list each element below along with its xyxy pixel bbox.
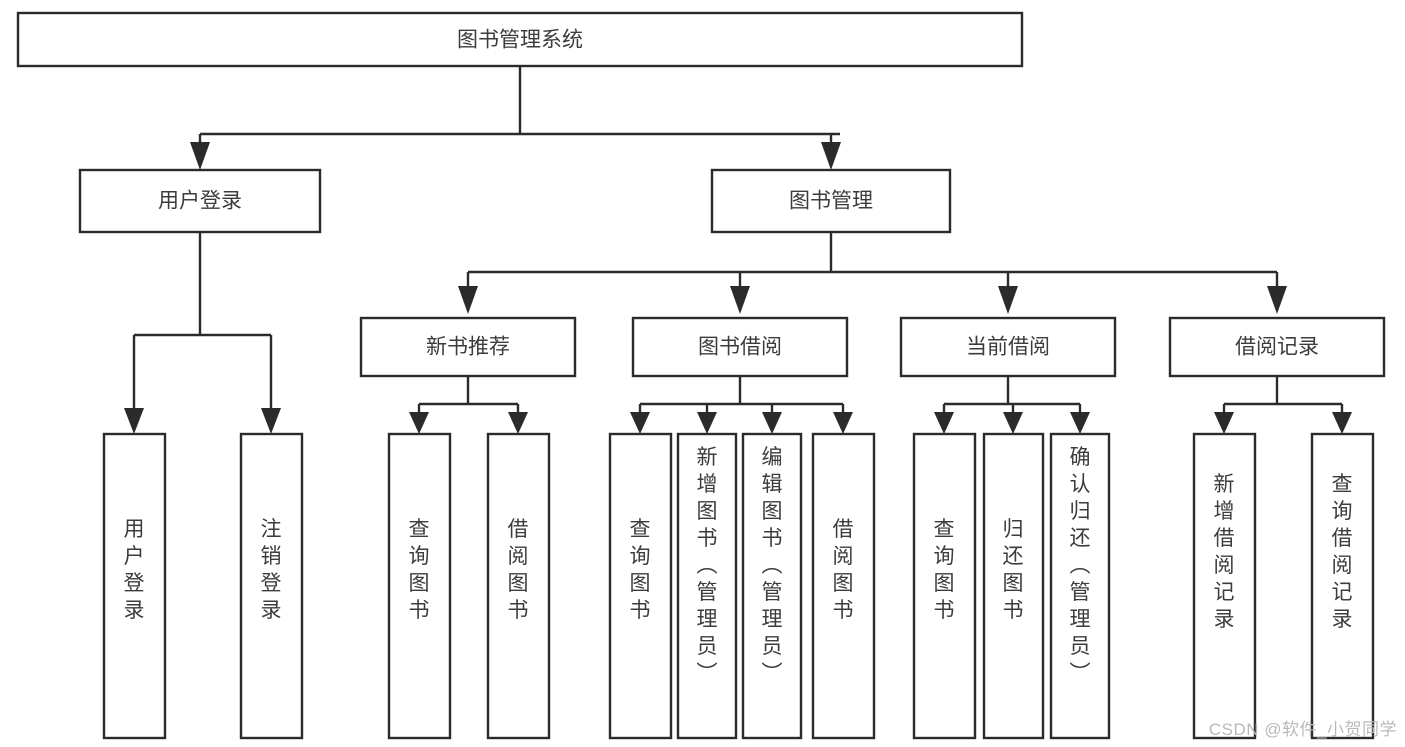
node-current-borrow-label: 当前借阅 (966, 336, 1050, 359)
arrow-head-br-leaf-2 (1332, 412, 1352, 434)
leaf-user-login-logout[interactable]: 注销登录 (239, 432, 304, 740)
arrow-head-book-borrow (730, 286, 750, 314)
node-user-login-label: 用户登录 (158, 190, 242, 213)
node-user-login[interactable]: 用户登录 (78, 168, 322, 234)
arrow-head-nbr-leaf-2 (508, 412, 528, 434)
arrow-head-leaf-user-login (124, 408, 144, 434)
leaf-new-book-query[interactable]: 查询图书 (387, 432, 452, 740)
connectors-new-book-recommend-to-leaves (409, 376, 528, 434)
leaf-current-borrow-return-box[interactable] (982, 432, 1045, 740)
leaf-user-login-logout-label: 注销登录 (261, 518, 282, 622)
leaf-current-borrow-return-label: 归还图书 (1003, 518, 1024, 622)
leaf-book-borrow-add-label: 新增图书︵管理员︶ (697, 446, 718, 685)
leaf-borrow-record-query-label: 查询借阅记录 (1332, 473, 1353, 631)
node-new-book-recommend-box[interactable] (359, 316, 577, 378)
arrow-head-bb-leaf-1 (630, 412, 650, 434)
arrow-head-leaf-logout (261, 408, 281, 434)
arrow-head-book-mgmt (821, 142, 841, 170)
arrow-head-current-borrow (998, 286, 1018, 314)
leaf-borrow-record-add[interactable]: 新增借阅记录 (1192, 432, 1257, 740)
leaf-current-borrow-query-box[interactable] (912, 432, 977, 740)
leaf-user-login-login[interactable]: 用户登录 (102, 432, 167, 740)
arrow-head-cb-leaf-2 (1003, 412, 1023, 434)
leaf-current-borrow-return[interactable]: 归还图书 (982, 432, 1045, 740)
leaf-book-borrow-edit-label: 编辑图书︵管理员︶ (762, 446, 783, 685)
leaf-new-book-borrow-box[interactable] (486, 432, 551, 740)
node-borrow-record[interactable]: 借阅记录 (1168, 316, 1386, 378)
arrow-head-borrow-record (1267, 286, 1287, 314)
leaf-book-borrow-borrow-label: 借阅图书 (833, 518, 854, 622)
arrow-head-bb-leaf-4 (833, 412, 853, 434)
leaf-current-borrow-query-label: 查询图书 (934, 518, 955, 622)
node-current-borrow[interactable]: 当前借阅 (899, 316, 1117, 378)
leaf-book-borrow-query-box[interactable] (608, 432, 673, 740)
node-current-borrow-box[interactable] (899, 316, 1117, 378)
arrow-head-bb-leaf-2 (697, 412, 717, 434)
leaf-new-book-borrow[interactable]: 借阅图书 (486, 432, 551, 740)
leaf-book-borrow-add[interactable]: 新增图书︵管理员︶ (676, 432, 738, 740)
arrow-head-nbr-leaf-1 (409, 412, 429, 434)
leaf-borrow-record-query-box[interactable] (1310, 432, 1375, 740)
node-book-borrow-box[interactable] (631, 316, 849, 378)
node-book-management-box[interactable] (710, 168, 952, 234)
leaf-user-login-login-box[interactable] (102, 432, 167, 740)
arrow-head-user-login (190, 142, 210, 170)
arrow-head-cb-leaf-3 (1070, 412, 1090, 434)
leaf-current-borrow-confirm-label: 确认归还︵管理员︶ (1070, 446, 1091, 685)
connectors-borrow-record-to-leaves (1214, 376, 1352, 434)
leaf-new-book-borrow-label: 借阅图书 (508, 518, 529, 622)
leaf-new-book-query-box[interactable] (387, 432, 452, 740)
leaf-new-book-query-label: 查询图书 (409, 518, 430, 622)
leaf-book-borrow-add-box[interactable] (676, 432, 738, 740)
node-book-borrow[interactable]: 图书借阅 (631, 316, 849, 378)
node-borrow-record-label: 借阅记录 (1235, 336, 1319, 359)
leaf-borrow-record-query[interactable]: 查询借阅记录 (1310, 432, 1375, 740)
leaf-book-borrow-edit-box[interactable] (741, 432, 803, 740)
arrow-head-new-book-recommend (458, 286, 478, 314)
leaf-user-login-logout-box[interactable] (239, 432, 304, 740)
node-book-borrow-label: 图书借阅 (698, 336, 782, 359)
connectors-book-mgmt-to-level3 (458, 232, 1287, 314)
node-book-management-label: 图书管理 (789, 190, 873, 213)
leaf-user-login-login-label: 用户登录 (124, 518, 145, 622)
node-new-book-recommend[interactable]: 新书推荐 (359, 316, 577, 378)
node-root-box[interactable] (16, 11, 1024, 68)
node-root-label: 图书管理系统 (457, 29, 583, 52)
node-new-book-recommend-label: 新书推荐 (426, 336, 510, 359)
connectors-user-login-to-leaves (124, 232, 281, 434)
node-root[interactable]: 图书管理系统 (16, 11, 1024, 68)
arrow-head-bb-leaf-3 (762, 412, 782, 434)
leaf-borrow-record-add-label: 新增借阅记录 (1214, 473, 1235, 631)
leaf-book-borrow-borrow[interactable]: 借阅图书 (811, 432, 876, 740)
leaf-current-borrow-query[interactable]: 查询图书 (912, 432, 977, 740)
node-borrow-record-box[interactable] (1168, 316, 1386, 378)
node-book-management[interactable]: 图书管理 (710, 168, 952, 234)
leaf-book-borrow-edit[interactable]: 编辑图书︵管理员︶ (741, 432, 803, 740)
connectors-current-borrow-to-leaves (934, 376, 1090, 434)
arrow-head-br-leaf-1 (1214, 412, 1234, 434)
leaf-book-borrow-query[interactable]: 查询图书 (608, 432, 673, 740)
leaf-current-borrow-confirm-box[interactable] (1049, 432, 1111, 740)
leaf-borrow-record-add-box[interactable] (1192, 432, 1257, 740)
arrow-head-cb-leaf-1 (934, 412, 954, 434)
connectors-book-borrow-to-leaves (630, 376, 853, 434)
leaf-current-borrow-confirm[interactable]: 确认归还︵管理员︶ (1049, 432, 1111, 740)
node-user-login-box[interactable] (78, 168, 322, 234)
leaf-book-borrow-query-label: 查询图书 (630, 518, 651, 622)
leaf-book-borrow-borrow-box[interactable] (811, 432, 876, 740)
connectors-root-to-level2 (190, 66, 841, 170)
